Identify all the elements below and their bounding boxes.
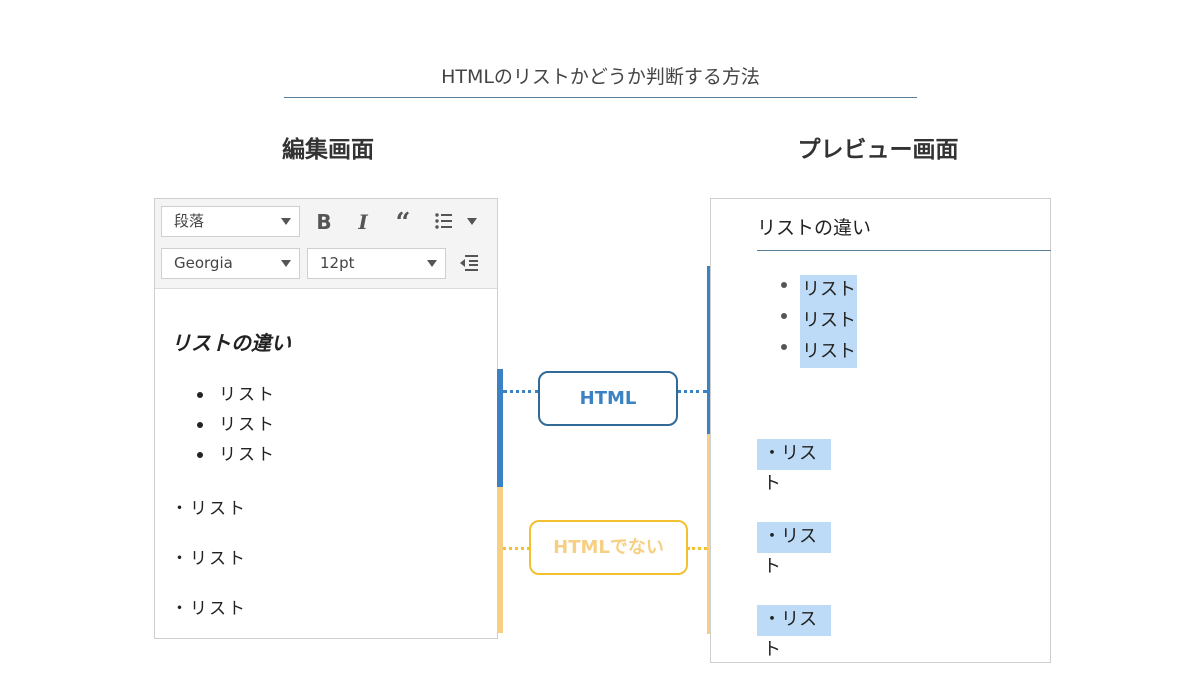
preview-heading: プレビュー画面	[797, 137, 959, 163]
page-title: HTMLのリストかどうか判断する方法	[441, 66, 760, 88]
html-connector-left	[503, 390, 539, 393]
italic-icon[interactable]: I	[358, 210, 368, 234]
html-tag: HTML	[538, 371, 678, 426]
outdent-icon[interactable]	[459, 254, 479, 272]
doc-plain-line: ・リスト	[171, 499, 247, 519]
list-item-text: リスト	[800, 275, 857, 306]
font-size-value: 12pt	[320, 254, 355, 272]
bullet-list-icon[interactable]	[435, 213, 453, 229]
bullet	[781, 313, 787, 319]
preview-plain-line: ・リスト	[757, 605, 831, 660]
font-family-value: Georgia	[174, 254, 233, 272]
title-divider	[284, 97, 917, 98]
chevron-down-icon	[427, 260, 437, 267]
doc-plain-line: ・リスト	[171, 549, 247, 569]
bold-icon[interactable]: B	[316, 210, 332, 234]
list-item: リスト	[195, 385, 276, 415]
not-html-connector-left	[503, 547, 530, 550]
blockquote-icon[interactable]: “	[395, 208, 411, 238]
list-item-text: リスト	[800, 306, 857, 337]
editor-panel: 段落 B I “ Georgia 12pt	[154, 198, 498, 639]
preview-doc-heading: リストの違い	[757, 217, 872, 239]
chevron-down-icon	[281, 260, 291, 267]
not-html-connector-right	[687, 547, 707, 550]
not-html-tag: HTMLでない	[529, 520, 688, 575]
format-select-value: 段落	[174, 212, 205, 230]
html-connector-right	[677, 390, 707, 393]
doc-html-list: リスト リスト リスト	[195, 385, 276, 475]
editor-heading: 編集画面	[282, 137, 374, 163]
preview-plain-line: ・リスト	[757, 439, 831, 494]
list-item: リスト	[195, 445, 276, 475]
chevron-down-icon	[281, 218, 291, 225]
list-item-text: リスト	[800, 337, 857, 368]
dropdown-arrow-icon[interactable]	[467, 218, 477, 225]
editor-not-html-marker	[497, 487, 503, 633]
preview-panel: リストの違い リスト リスト リスト ・リスト ・リスト ・リスト	[710, 198, 1051, 663]
preview-plain-line: ・リスト	[757, 522, 831, 577]
bullet	[781, 282, 787, 288]
preview-heading-divider	[757, 250, 1051, 251]
font-size-select[interactable]: 12pt	[307, 248, 446, 279]
bullet	[781, 344, 787, 350]
list-item: リスト	[195, 415, 276, 445]
doc-heading: リストの違い	[171, 331, 291, 355]
editor-toolbar: 段落 B I “ Georgia 12pt	[155, 199, 497, 289]
doc-plain-line: ・リスト	[171, 599, 247, 619]
editor-html-marker	[497, 369, 503, 487]
format-select[interactable]: 段落	[161, 206, 300, 237]
font-family-select[interactable]: Georgia	[161, 248, 300, 279]
